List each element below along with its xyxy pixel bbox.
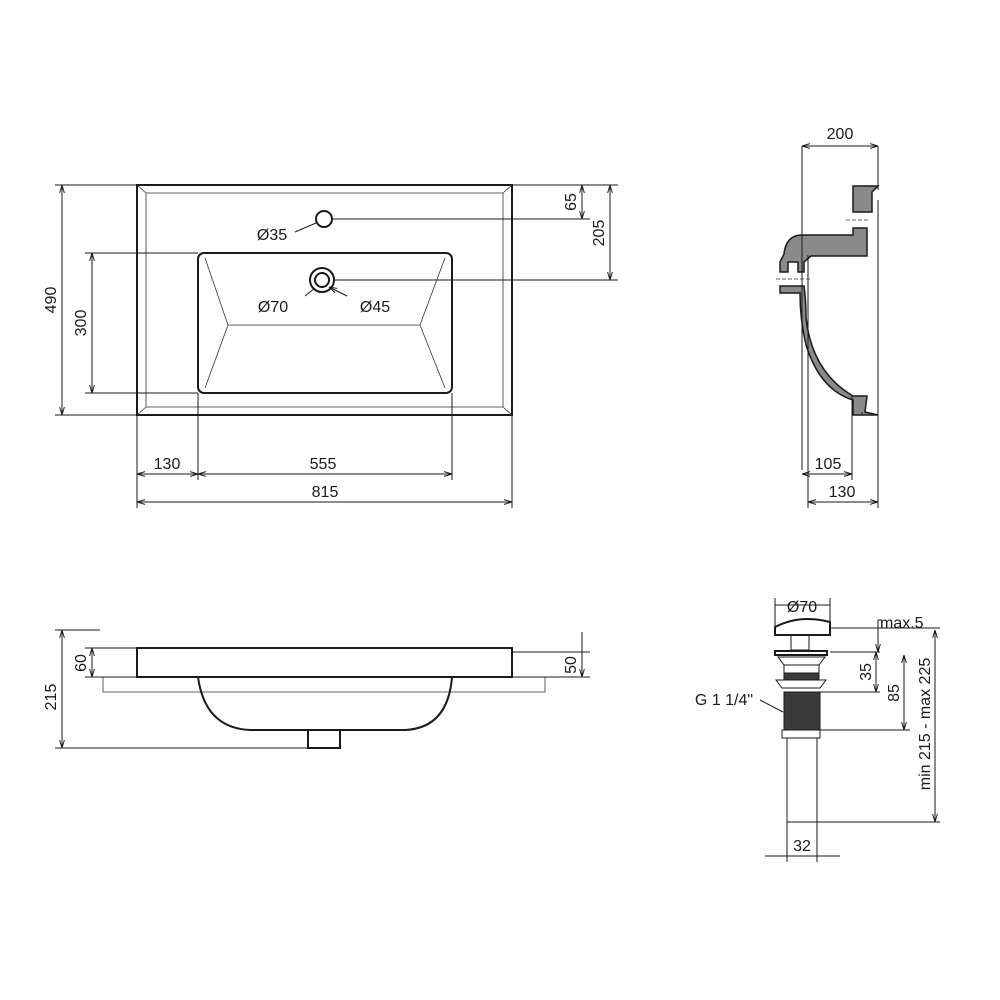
label-32: 32: [793, 838, 811, 855]
label-50: 50: [563, 656, 580, 674]
front-bowl: [197, 676, 453, 731]
drain-detail: Ø70 max.5 35 85 min 215 - max 225 G 1 1/…: [695, 598, 940, 862]
drain-pipe: [786, 737, 818, 823]
label-60: 60: [73, 654, 90, 672]
label-cap-diameter: Ø70: [787, 599, 817, 616]
drain-cap: [774, 617, 831, 636]
section-bowl: [779, 285, 879, 416]
label-65: 65: [563, 193, 580, 211]
label-490: 490: [43, 287, 60, 314]
label-130: 130: [154, 456, 181, 473]
label-thread: G 1 1/4": [695, 692, 753, 709]
label-205: 205: [591, 220, 608, 247]
label-105: 105: [815, 456, 842, 473]
label-length-range: min 215 - max 225: [917, 658, 934, 791]
section-top: [852, 185, 880, 213]
label-max5: max.5: [880, 615, 924, 632]
section-tap-ledge: [779, 227, 868, 273]
front-view: 215 60 50: [43, 629, 590, 749]
front-hidden-line: [102, 677, 546, 693]
side-extension-lines: [801, 146, 879, 508]
label-85: 85: [886, 684, 903, 702]
basin-outline: [136, 184, 513, 416]
label-drain-inner: Ø45: [360, 299, 390, 316]
centre-lines: [776, 219, 870, 280]
label-200: 200: [827, 126, 854, 143]
label-35: 35: [858, 663, 875, 681]
extension-lines: [55, 184, 618, 508]
top-view: 490 300 65 205 130 555 815 Ø35 Ø70 Ø45: [43, 184, 618, 508]
drain-stem: [790, 634, 810, 651]
rim-edge: [136, 184, 513, 416]
front-extension-lines: [55, 629, 590, 749]
drain-collar: [781, 729, 821, 739]
drain-thread: [783, 691, 821, 731]
label-tap-diameter: Ø35: [257, 227, 287, 244]
bowl-outline: [197, 252, 453, 394]
leader-lines: [294, 222, 348, 297]
drain-ring: [783, 672, 820, 681]
front-drain: [307, 729, 341, 749]
label-815: 815: [312, 484, 339, 501]
front-slab: [136, 647, 513, 678]
label-130-side: 130: [829, 484, 856, 501]
drain-extension-lines: [759, 598, 940, 862]
label-555: 555: [310, 456, 337, 473]
drain-flange: [774, 650, 828, 656]
drain-inner: [314, 272, 330, 288]
label-drain-outer: Ø70: [258, 299, 288, 316]
side-section: 200 105 130: [776, 126, 880, 508]
bowl-slope-lines: [204, 257, 446, 389]
drain-outer: [309, 267, 335, 293]
label-300: 300: [73, 310, 90, 337]
tap-hole: [315, 210, 333, 228]
label-215: 215: [43, 684, 60, 711]
